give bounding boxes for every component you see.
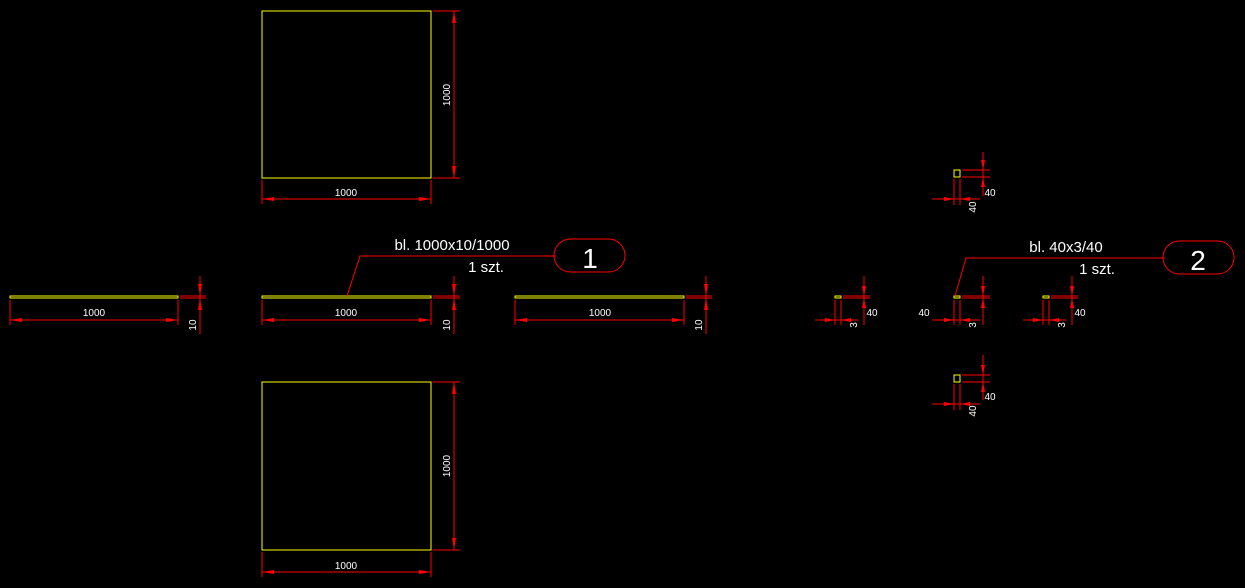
part2-callout: bl. 40x3/40 1 szt. 2 bbox=[954, 239, 1235, 297]
dim-arrow bbox=[10, 318, 22, 322]
part2-right-outline bbox=[1042, 295, 1050, 299]
part2-right-t-dim: 3 bbox=[1057, 322, 1068, 328]
edge-center-outline bbox=[261, 295, 432, 299]
part2-top: 40 40 bbox=[932, 152, 996, 213]
dim-arrow bbox=[198, 284, 202, 296]
dim-arrow bbox=[981, 286, 985, 296]
part2-left-h-dim: 40 bbox=[866, 308, 878, 319]
dim-arrow bbox=[419, 570, 431, 574]
part2-right-h-dim: 40 bbox=[1074, 308, 1086, 319]
plate-top-outline bbox=[261, 10, 432, 179]
part1-edge-center: 1000 10 bbox=[261, 276, 460, 334]
leader-line bbox=[954, 257, 1165, 297]
dim-arrow bbox=[944, 197, 954, 201]
plate-bottom-height-dim: 1000 bbox=[442, 454, 453, 477]
dim-arrow bbox=[960, 402, 970, 406]
part2-left-t-dim: 3 bbox=[849, 322, 860, 328]
plate-bottom-outline bbox=[261, 381, 432, 551]
part2-center-outline bbox=[953, 295, 961, 299]
edge-center-length-dim: 1000 bbox=[335, 308, 358, 319]
dim-arrow bbox=[198, 298, 202, 310]
part2-label: bl. 40x3/40 bbox=[1029, 239, 1102, 256]
dim-arrow bbox=[452, 538, 456, 550]
dim-arrow bbox=[960, 197, 970, 201]
part2-top-outline bbox=[953, 169, 961, 178]
dim-arrow bbox=[981, 382, 985, 392]
part1-number: 1 bbox=[582, 243, 598, 274]
part1-plate-bottom: 1000 1000 bbox=[261, 381, 460, 577]
dim-arrow bbox=[981, 365, 985, 375]
part1-edge-left: 1000 10 bbox=[9, 276, 206, 334]
dim-arrow bbox=[515, 318, 527, 322]
edge-center-thickness-dim: 10 bbox=[442, 319, 453, 331]
edge-left-thickness-dim: 10 bbox=[188, 319, 199, 331]
part2-center-t-dim: 3 bbox=[968, 322, 979, 328]
dim-arrow bbox=[1070, 298, 1074, 308]
dim-arrow bbox=[1033, 318, 1043, 322]
dim-arrow bbox=[452, 284, 456, 296]
dim-arrow bbox=[862, 298, 866, 308]
part1-callout: bl. 1000x10/1000 1 szt. 1 bbox=[346, 237, 626, 297]
part2-bottom: 40 40 bbox=[932, 355, 996, 417]
part2-center: 40 3 bbox=[918, 276, 990, 328]
dim-arrow bbox=[825, 318, 835, 322]
leader-line bbox=[346, 255, 556, 297]
dim-arrow bbox=[672, 318, 684, 322]
dim-arrow bbox=[452, 382, 456, 394]
dim-arrow bbox=[841, 318, 851, 322]
dim-arrow bbox=[262, 318, 274, 322]
part1-label: bl. 1000x10/1000 bbox=[394, 237, 509, 254]
dim-arrow bbox=[452, 166, 456, 178]
part2-bottom-outline bbox=[953, 374, 961, 383]
dim-arrow bbox=[981, 177, 985, 187]
edge-right-length-dim: 1000 bbox=[589, 308, 612, 319]
dim-arrow bbox=[944, 318, 954, 322]
part2-left: 3 40 bbox=[815, 276, 878, 328]
plate-top-width-dim: 1000 bbox=[335, 188, 358, 199]
dim-arrow bbox=[981, 298, 985, 308]
dim-arrow bbox=[419, 318, 431, 322]
edge-left-outline bbox=[9, 295, 179, 299]
edge-right-outline bbox=[514, 295, 685, 299]
plate-top-height-dim: 1000 bbox=[442, 83, 453, 106]
dim-arrow bbox=[981, 160, 985, 170]
part2-center-w-dim: 40 bbox=[918, 308, 930, 319]
dim-arrow bbox=[1049, 318, 1059, 322]
dim-arrow bbox=[452, 11, 456, 23]
part1-edge-right: 1000 10 bbox=[514, 276, 712, 334]
part2-left-outline bbox=[834, 295, 842, 299]
part2-number: 2 bbox=[1190, 245, 1206, 276]
dim-arrow bbox=[944, 402, 954, 406]
dim-arrow bbox=[704, 298, 708, 310]
part2-top-h-dim: 40 bbox=[984, 188, 996, 199]
part2-qty: 1 szt. bbox=[1079, 261, 1115, 278]
edge-right-thickness-dim: 10 bbox=[694, 319, 705, 331]
part2-top-v-dim: 40 bbox=[968, 201, 979, 213]
dim-arrow bbox=[704, 284, 708, 296]
dim-arrow bbox=[960, 318, 970, 322]
plate-bottom-width-dim: 1000 bbox=[335, 561, 358, 572]
dim-arrow bbox=[419, 197, 431, 201]
part2-right: 3 40 bbox=[1023, 276, 1086, 328]
dim-arrow bbox=[1070, 286, 1074, 296]
dim-arrow bbox=[262, 197, 274, 201]
dim-arrow bbox=[166, 318, 178, 322]
part2-bottom-v-dim: 40 bbox=[968, 405, 979, 417]
part1-qty: 1 szt. bbox=[468, 259, 504, 276]
part1-number-bubble bbox=[553, 238, 626, 273]
dim-arrow bbox=[452, 298, 456, 310]
dim-arrow bbox=[262, 570, 274, 574]
part1-plate-top: 1000 1000 bbox=[261, 10, 460, 204]
part2-bottom-h-dim: 40 bbox=[984, 392, 996, 403]
dim-arrow bbox=[862, 286, 866, 296]
part2-number-bubble bbox=[1162, 240, 1235, 275]
edge-left-length-dim: 1000 bbox=[83, 308, 106, 319]
